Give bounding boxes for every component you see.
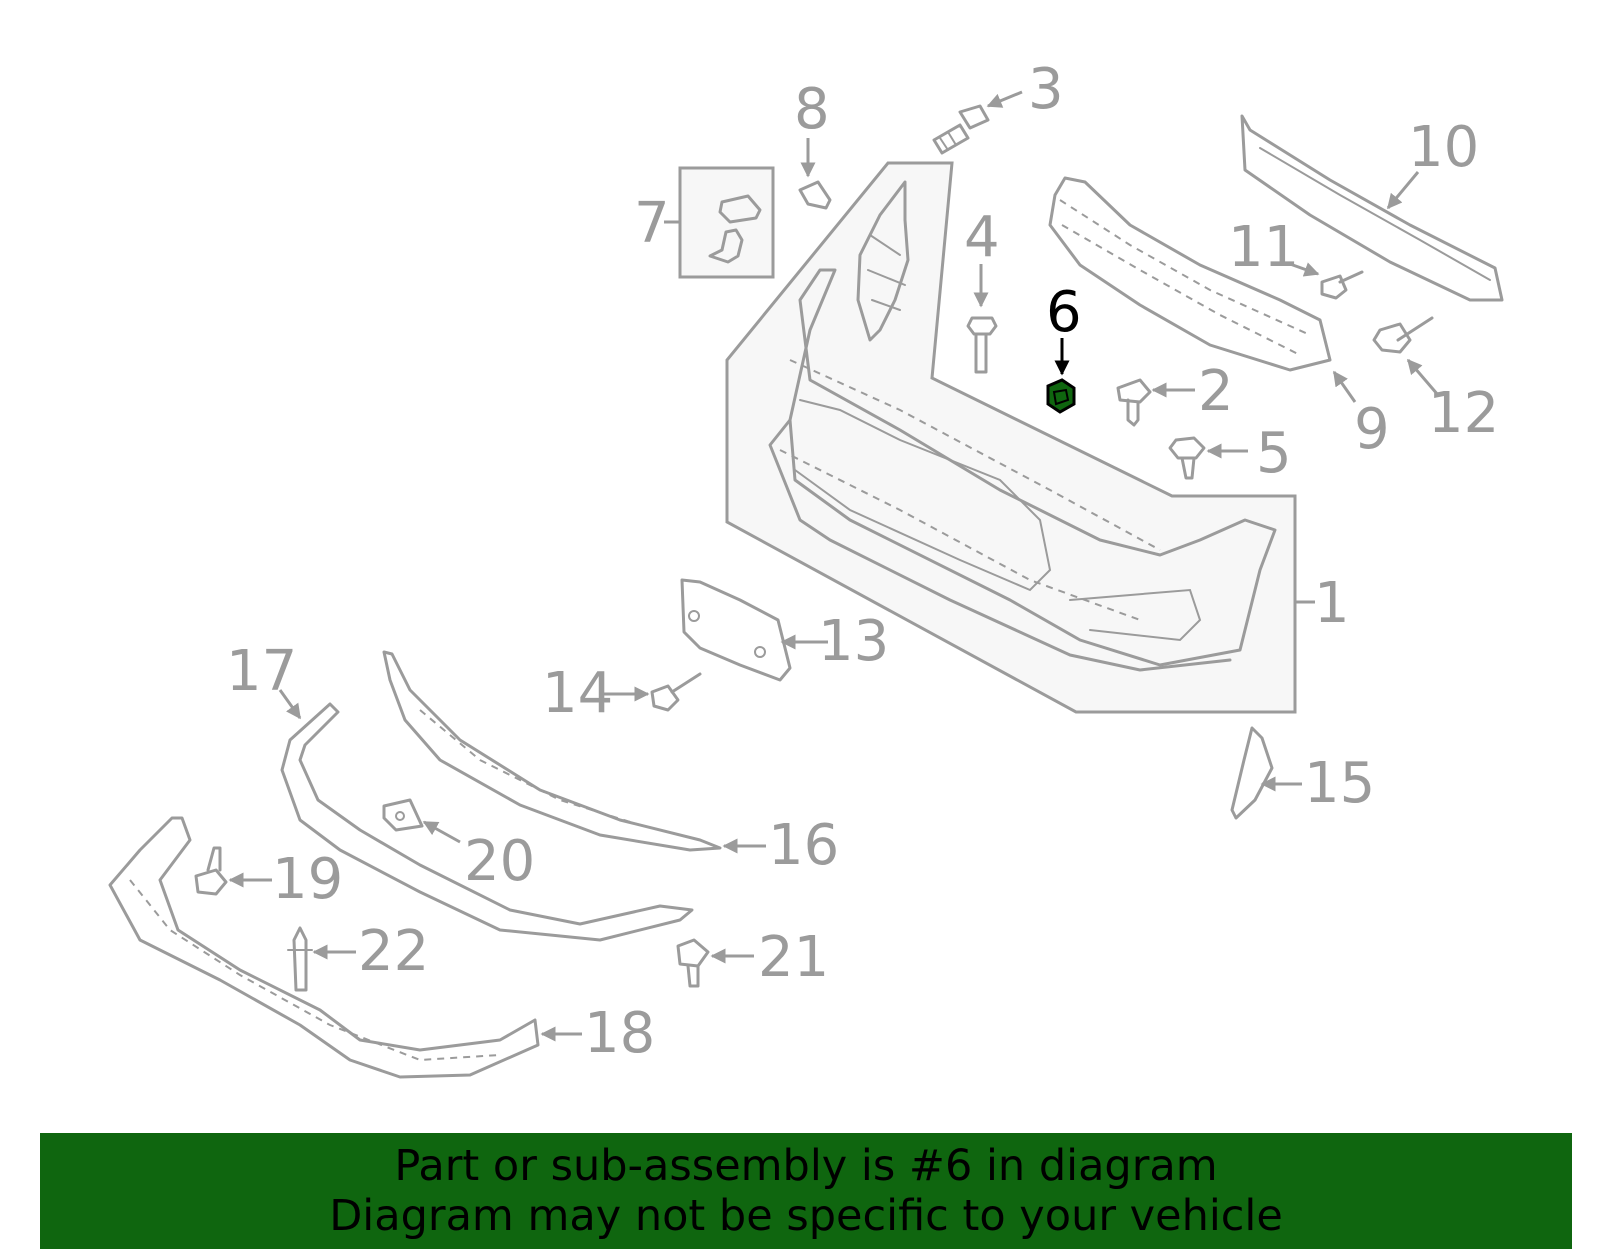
bumper-cover-group[interactable] [725, 161, 1315, 714]
bolt-3[interactable] [932, 90, 1023, 155]
callout-12: 12 [1428, 381, 1499, 446]
clip-8[interactable] [798, 138, 832, 210]
callout-8: 8 [794, 77, 830, 142]
reinforcement-10[interactable] [1240, 114, 1504, 302]
bolt-14[interactable] [604, 672, 702, 712]
callout-16: 16 [768, 813, 839, 878]
callout-1: 1 [1314, 571, 1350, 636]
info-banner: Part or sub-assembly is #6 in diagram Di… [40, 1133, 1572, 1249]
clip-kit-7[interactable] [664, 166, 775, 279]
callout-11: 11 [1228, 215, 1299, 280]
push-pin-19[interactable] [194, 846, 272, 896]
callout-17: 17 [226, 639, 297, 704]
energy-absorber-9[interactable] [1048, 176, 1357, 403]
clip-20[interactable] [382, 798, 461, 844]
push-pin-clip-5[interactable] [1168, 436, 1248, 480]
bolt-4[interactable] [966, 264, 998, 374]
callout-5: 5 [1256, 421, 1292, 486]
lip-trim-17[interactable] [278, 689, 694, 942]
callout-18: 18 [584, 1001, 655, 1066]
push-pin-21[interactable] [676, 938, 754, 988]
callout-3: 3 [1028, 57, 1064, 122]
push-pin-clip-2[interactable] [1116, 378, 1195, 427]
callout-6: 6 [1046, 280, 1082, 345]
parts-diagram: 1 2 3 4 5 6 7 8 9 10 11 12 13 14 15 16 1… [108, 57, 1504, 1079]
banner-line-1: Part or sub-assembly is #6 in diagram [394, 1141, 1218, 1191]
highlighted-part-6[interactable] [1046, 338, 1076, 414]
callout-21: 21 [758, 925, 829, 990]
bolt-12[interactable] [1372, 316, 1440, 396]
bolt-11[interactable] [1289, 262, 1364, 300]
callout-19: 19 [272, 847, 343, 912]
banner-line-2: Diagram may not be specific to your vehi… [329, 1191, 1283, 1241]
callout-22: 22 [358, 919, 429, 984]
license-bracket-13[interactable] [680, 578, 828, 682]
callout-7: 7 [634, 191, 670, 256]
callout-9: 9 [1354, 397, 1390, 462]
lower-strip-16[interactable] [382, 650, 766, 854]
splitter-18[interactable] [108, 816, 582, 1079]
stud-22[interactable] [287, 926, 356, 992]
callout-15: 15 [1304, 751, 1375, 816]
callout-10: 10 [1408, 115, 1479, 180]
callout-4: 4 [964, 205, 1000, 270]
callout-13: 13 [818, 609, 889, 674]
callout-20: 20 [464, 829, 535, 894]
deflector-15[interactable] [1230, 726, 1302, 820]
callout-2: 2 [1198, 359, 1234, 424]
callout-14: 14 [542, 661, 613, 726]
